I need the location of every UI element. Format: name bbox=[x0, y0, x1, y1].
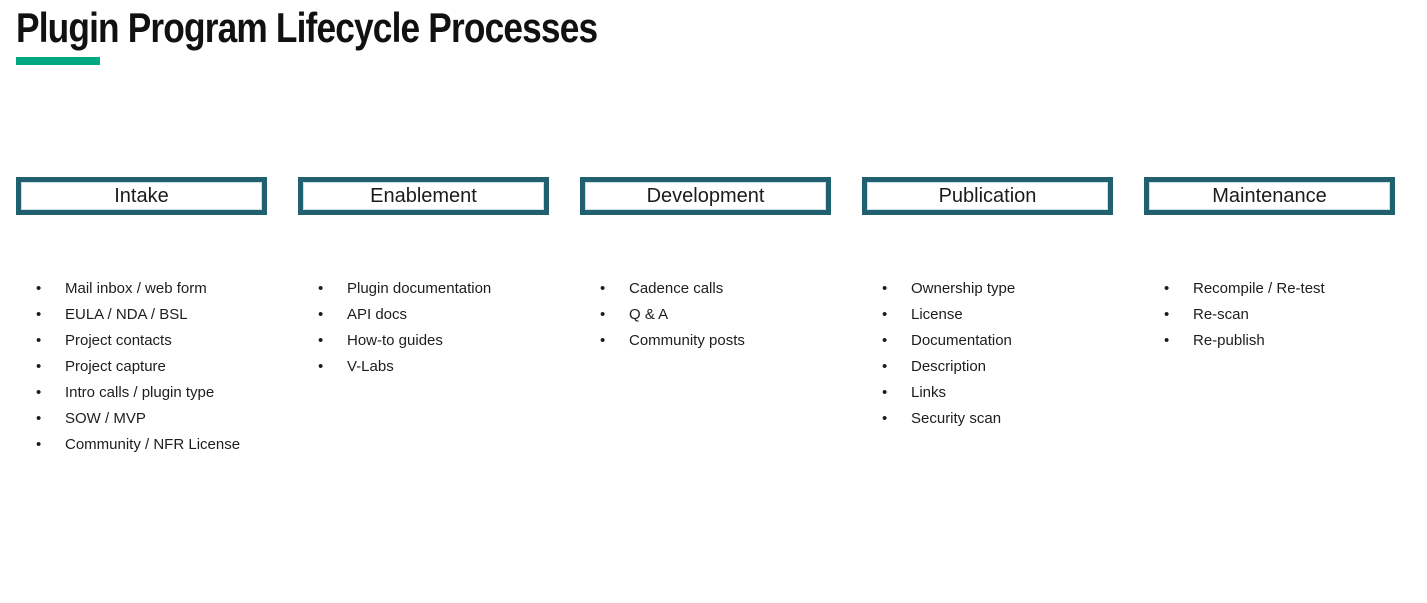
list-item-text: How-to guides bbox=[347, 332, 443, 349]
list-item-text: Documentation bbox=[911, 332, 1012, 349]
stage-items-development: Cadence calls Q & A Community posts bbox=[580, 276, 831, 354]
list-item: Recompile / Re-test bbox=[1144, 276, 1395, 302]
stage-header-publication: Publication bbox=[862, 177, 1113, 215]
stage-header-enablement: Enablement bbox=[298, 177, 549, 215]
list-item-text: Community / NFR License bbox=[65, 436, 241, 453]
list-item: Security scan bbox=[862, 406, 1113, 432]
list-item: Re-publish bbox=[1144, 328, 1395, 354]
list-item-text: Project capture bbox=[65, 358, 166, 375]
stage-header-intake: Intake bbox=[16, 177, 267, 215]
list-item-text: Intro calls / plugin type bbox=[65, 384, 215, 401]
title-accent-bar bbox=[16, 57, 100, 65]
list-item: Ownership type bbox=[862, 276, 1113, 302]
list-item: Project capture bbox=[16, 354, 267, 380]
list-item-text: Links bbox=[911, 384, 947, 401]
stage-header-label: Intake bbox=[114, 184, 169, 207]
list-item: Q & A bbox=[580, 302, 831, 328]
stage-header-label: Development bbox=[646, 184, 765, 207]
stage-header-label: Maintenance bbox=[1212, 184, 1327, 207]
stage-column-maintenance: Maintenance Recompile / Re-testRe-scanRe… bbox=[1144, 177, 1395, 458]
list-item-text: Re-scan bbox=[1193, 306, 1249, 323]
list-item: SOW / MVP bbox=[16, 406, 267, 432]
list-item: Cadence calls bbox=[580, 276, 831, 302]
list-item-text: Q & A bbox=[629, 306, 669, 323]
list-item-text: EULA / NDA / BSL bbox=[65, 306, 188, 323]
list-item: V-Labs bbox=[298, 354, 549, 380]
stage-header-label: Publication bbox=[938, 184, 1037, 207]
list-item-text: Security scan bbox=[911, 410, 1002, 427]
page-title: Plugin Program Lifecycle Processes bbox=[16, 4, 598, 51]
list-item: API docs bbox=[298, 302, 549, 328]
stage-column-publication: Publication Ownership typeLicenseDocumen… bbox=[862, 177, 1113, 458]
list-item: Links bbox=[862, 380, 1113, 406]
list-item: License bbox=[862, 302, 1113, 328]
list-item: How-to guides bbox=[298, 328, 549, 354]
list-item-text: Ownership type bbox=[911, 280, 1016, 297]
stage-header-development: Development bbox=[580, 177, 831, 215]
list-item: Mail inbox / web form bbox=[16, 276, 267, 302]
lifecycle-columns: Intake Mail inbox / web formEULA / NDA /… bbox=[16, 177, 1395, 458]
list-item-text: V-Labs bbox=[347, 358, 394, 375]
list-item-text: Re-publish bbox=[1193, 332, 1265, 349]
list-item: Re-scan bbox=[1144, 302, 1395, 328]
stage-items-maintenance: Recompile / Re-testRe-scanRe-publish bbox=[1144, 276, 1395, 354]
stage-header-maintenance: Maintenance bbox=[1144, 177, 1395, 215]
list-item: Project contacts bbox=[16, 328, 267, 354]
list-item: Intro calls / plugin type bbox=[16, 380, 267, 406]
list-item: Documentation bbox=[862, 328, 1113, 354]
stage-header-label: Enablement bbox=[370, 184, 477, 207]
list-item-text: Mail inbox / web form bbox=[65, 280, 207, 297]
list-item-text: API docs bbox=[347, 306, 408, 323]
stage-column-intake: Intake Mail inbox / web formEULA / NDA /… bbox=[16, 177, 267, 458]
list-item-text: Recompile / Re-test bbox=[1193, 280, 1325, 297]
stage-items-publication: Ownership typeLicenseDocumentationDescri… bbox=[862, 276, 1113, 432]
list-item-text: Community posts bbox=[629, 332, 745, 349]
list-item: EULA / NDA / BSL bbox=[16, 302, 267, 328]
stage-column-development: Development Cadence calls Q & A Community … bbox=[580, 177, 831, 458]
list-item: Description bbox=[862, 354, 1113, 380]
list-item-text: Description bbox=[911, 358, 987, 375]
list-item-text: SOW / MVP bbox=[65, 410, 146, 427]
stage-items-enablement: Plugin documentationAPI docsHow-to guide… bbox=[298, 276, 549, 380]
stage-column-enablement: Enablement Plugin documentationAPI docsH… bbox=[298, 177, 549, 458]
list-item: Community posts bbox=[580, 328, 831, 354]
list-item-text: Cadence calls bbox=[629, 280, 724, 297]
list-item: Plugin documentation bbox=[298, 276, 549, 302]
list-item-text: License bbox=[911, 306, 963, 323]
list-item-text: Plugin documentation bbox=[347, 280, 492, 297]
list-item-text: Project contacts bbox=[65, 332, 172, 349]
list-item: Community / NFR License bbox=[16, 432, 267, 458]
stage-items-intake: Mail inbox / web formEULA / NDA / BSL Pro… bbox=[16, 276, 267, 458]
